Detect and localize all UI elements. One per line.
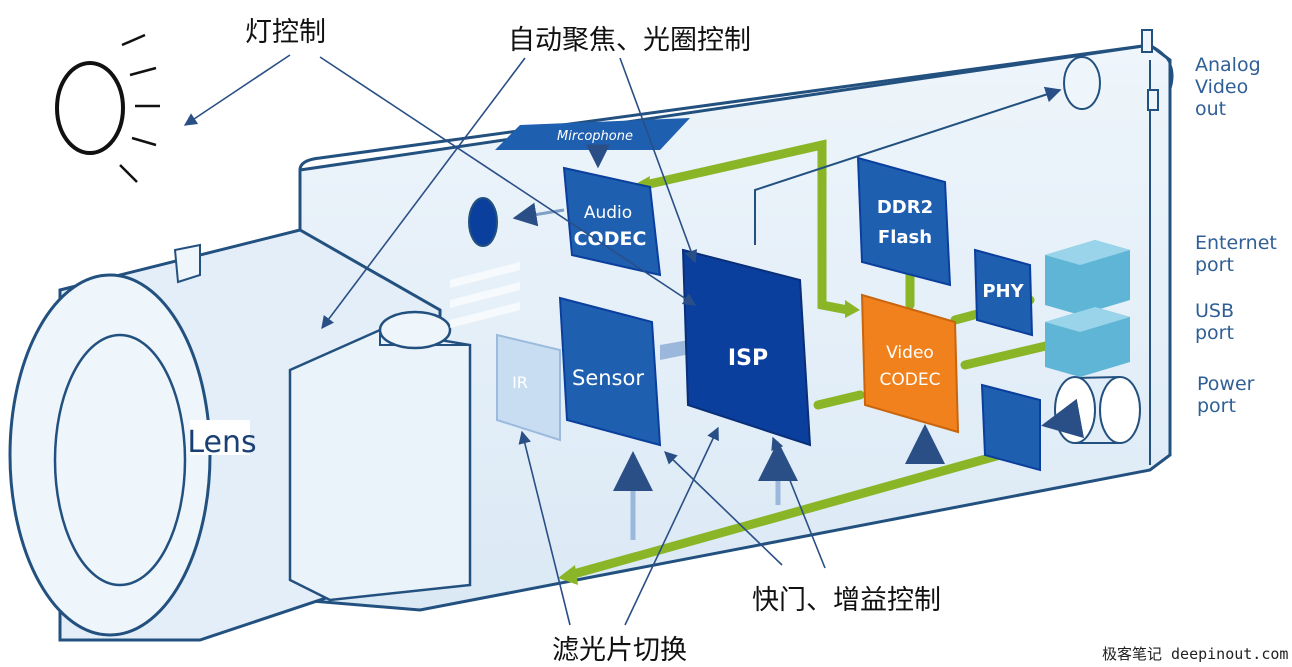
audio-codec-chip: Audio CODEC <box>562 166 662 277</box>
svg-text:IR: IR <box>512 373 528 392</box>
svg-text:Mircophone: Mircophone <box>557 129 633 144</box>
lens-barrel <box>8 197 498 642</box>
analog-video-out-label: Analog Video out <box>1195 54 1261 120</box>
ethernet-port-label: Enternet port <box>1195 232 1277 276</box>
power-chip <box>980 383 1041 472</box>
light-bulb-icon <box>55 33 160 183</box>
sensor-chip: Sensor <box>558 296 662 447</box>
annotation-lines <box>183 54 826 626</box>
svg-text:Video: Video <box>886 343 934 363</box>
usb-port-label: USB port <box>1195 300 1235 344</box>
svg-text:CODEC: CODEC <box>880 370 941 390</box>
autofocus-iris-label: 自动聚焦、光圈控制 <box>508 25 751 56</box>
shutter-gain-label: 快门、增益控制 <box>752 585 941 616</box>
light-path-arrows <box>450 262 520 328</box>
svg-text:PHY: PHY <box>982 281 1024 302</box>
video-codec-chip: Video CODEC <box>860 293 960 434</box>
lens-label: Lens <box>187 425 256 460</box>
microphone: Mircophone <box>495 118 690 150</box>
signal-arrows <box>613 398 1085 540</box>
analog-out-line <box>754 86 1062 245</box>
power-port-label: Power port <box>1197 373 1255 417</box>
ddr2-flash-chip: DDR2 Flash <box>856 156 952 287</box>
svg-text:ISP: ISP <box>728 346 768 371</box>
phy-chip: PHY <box>973 248 1034 337</box>
usb-port-cube <box>1045 307 1130 377</box>
ir-filter: IR <box>496 333 561 442</box>
isp-chip: ISP <box>681 248 812 447</box>
watermark: 极客笔记 deepinout.com <box>1102 645 1289 663</box>
svg-text:CODEC: CODEC <box>574 228 647 250</box>
audio-arrow <box>512 202 565 227</box>
svg-text:Sensor: Sensor <box>572 366 644 390</box>
svg-text:Flash: Flash <box>878 227 932 248</box>
svg-text:Audio: Audio <box>584 203 632 223</box>
svg-text:DDR2: DDR2 <box>877 197 933 218</box>
ethernet-port-cube <box>1045 240 1130 315</box>
light-control-label: 灯控制 <box>245 17 326 48</box>
filter-switch-label: 滤光片切换 <box>552 635 687 666</box>
